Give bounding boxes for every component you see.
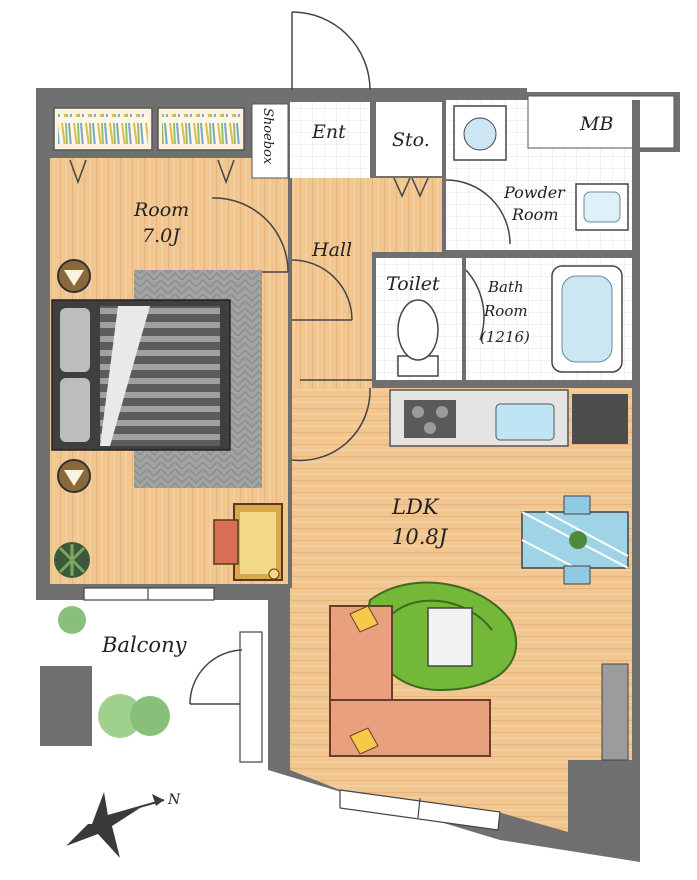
room-labels: Room 7.0J LDK 10.8J Hall Ent Sto. MB Sho…: [101, 108, 613, 657]
coffee-table: [427, 607, 473, 667]
hall-doors: [291, 177, 511, 462]
sofa-chaise: [329, 699, 491, 757]
ldk-size: 10.8J: [392, 525, 449, 549]
dining-table: [521, 495, 629, 585]
shoebox-area: [251, 103, 289, 179]
bath-label-3: (1216): [480, 328, 530, 346]
toilet-label: Toilet: [386, 273, 440, 295]
windows: [83, 587, 501, 831]
entrance-floor: [290, 102, 370, 178]
compass: N: [66, 792, 181, 858]
shoebox-label: Shoebox: [260, 108, 275, 165]
room-label: Room: [133, 199, 189, 221]
closet-doors: [69, 159, 235, 185]
storage-label: Sto.: [392, 129, 430, 151]
room-size: 7.0J: [142, 225, 181, 247]
bed: [51, 259, 262, 493]
powder-room-label-1: Powder: [503, 183, 566, 202]
bath-label-1: Bath: [487, 278, 524, 296]
mb-box: [527, 95, 675, 149]
storage-floor: [376, 102, 442, 176]
balcony-label: Balcony: [101, 633, 188, 657]
ldk-cabinet: [601, 663, 629, 761]
compass-north-label: N: [167, 792, 181, 808]
entrance-label: Ent: [311, 121, 346, 143]
bath-label-2: Room: [483, 302, 528, 320]
kitchen-counter: [389, 389, 628, 447]
plant-icon: [54, 542, 90, 578]
ldk-label: LDK: [391, 495, 440, 519]
air-conditioner-outdoor-unit: [40, 666, 92, 746]
powder-room-label-2: Room: [511, 205, 558, 224]
entry-door: [291, 11, 371, 91]
hall-label: Hall: [311, 239, 352, 261]
bath-fixtures: [453, 105, 629, 373]
desk: [213, 503, 283, 581]
mb-label: MB: [579, 113, 613, 135]
balcony-door: [189, 649, 243, 705]
fridge-icon: [572, 394, 628, 444]
floor-areas: [40, 95, 675, 832]
bookshelf: [53, 107, 245, 151]
living-set: [329, 581, 518, 757]
toilet-icon: [397, 299, 439, 377]
sink-icon: [495, 403, 555, 441]
balcony-plants: [40, 606, 170, 746]
interior-walls: [36, 100, 640, 588]
balcony-floor: [40, 604, 262, 770]
